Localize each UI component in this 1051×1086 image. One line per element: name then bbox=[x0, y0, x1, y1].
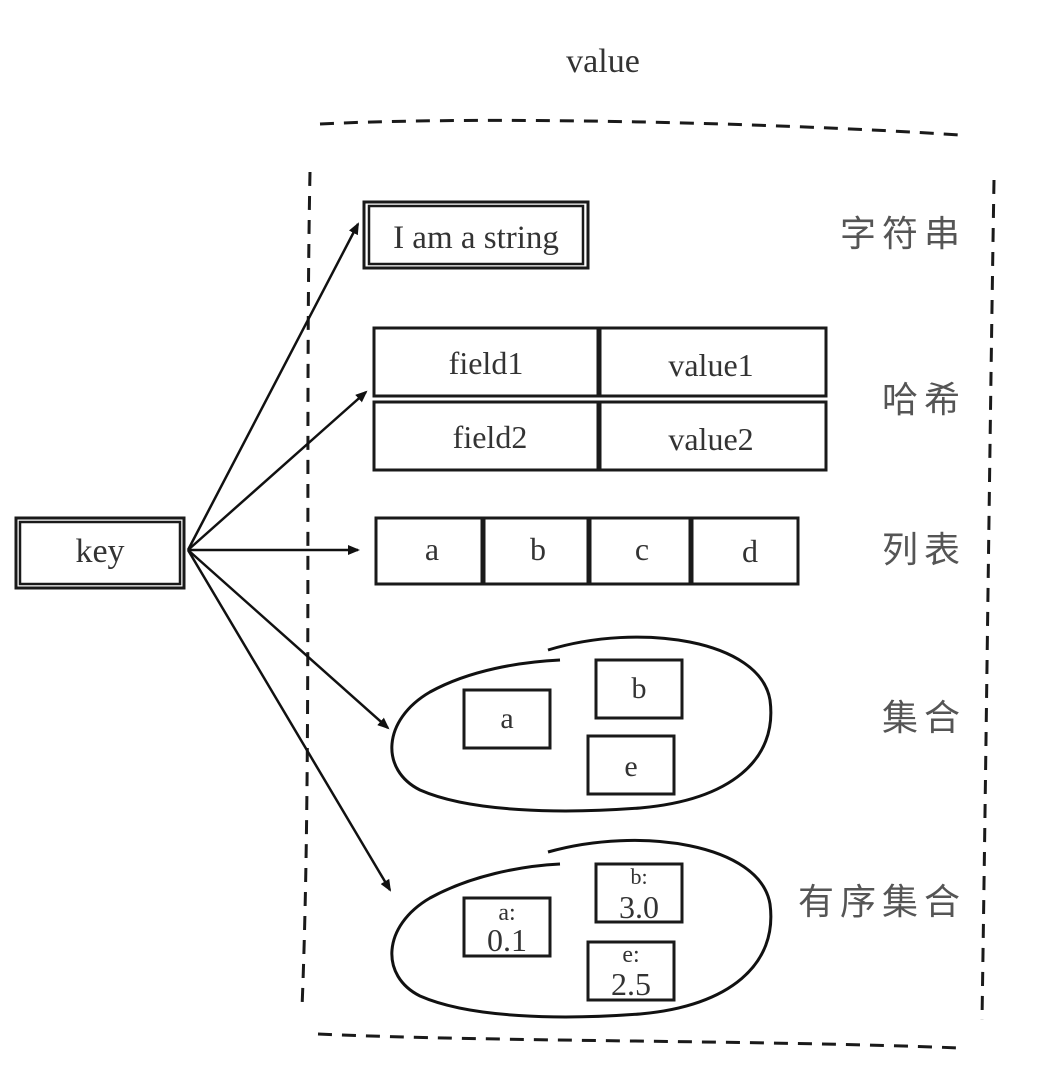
string-value: I am a string bbox=[362, 200, 590, 270]
list-item-3: c bbox=[635, 531, 649, 567]
set-member-2: b bbox=[632, 672, 647, 705]
set-value: a b e bbox=[390, 635, 773, 813]
hash-value: field1 value1 field2 value2 bbox=[372, 326, 828, 472]
list-value: a b c d bbox=[374, 516, 800, 586]
hash-field-1: field1 bbox=[449, 345, 524, 381]
zset-member-3-name: e: bbox=[622, 942, 639, 968]
value-title: value bbox=[566, 43, 640, 80]
value-container bbox=[300, 118, 996, 1050]
set-type-label: 集合 bbox=[882, 698, 966, 739]
zset-outline bbox=[390, 838, 773, 1019]
arrow-to-set bbox=[187, 549, 390, 730]
arrow-to-zset bbox=[186, 549, 392, 892]
arrows bbox=[186, 222, 392, 892]
zset-value: a: 0.1 b: 3.0 e: 2.5 bbox=[390, 838, 773, 1019]
list-item-1: a bbox=[425, 531, 439, 567]
list-item-4: d bbox=[742, 533, 758, 569]
zset-member-3-score: 2.5 bbox=[611, 966, 651, 1002]
string-text: I am a string bbox=[393, 220, 559, 256]
arrow-to-string bbox=[186, 222, 360, 551]
hash-type-label: 哈希 bbox=[882, 380, 966, 421]
zset-member-2-score: 3.0 bbox=[619, 889, 659, 925]
hash-field-2: field2 bbox=[453, 419, 528, 455]
list-item-2: b bbox=[530, 531, 546, 567]
set-member-1: a bbox=[500, 702, 513, 735]
key-node: key bbox=[14, 516, 186, 590]
zset-member-2-name: b: bbox=[630, 864, 647, 889]
string-type-label: 字符串 bbox=[840, 214, 966, 255]
key-label: key bbox=[75, 533, 124, 570]
hash-value-1: value1 bbox=[668, 347, 753, 383]
list-type-label: 列表 bbox=[882, 530, 966, 571]
zset-type-label: 有序集合 bbox=[798, 882, 966, 923]
hash-value-2: value2 bbox=[668, 421, 753, 457]
zset-member-1-score: 0.1 bbox=[487, 922, 527, 958]
arrow-to-hash bbox=[187, 390, 368, 551]
set-member-3: e bbox=[624, 750, 637, 783]
zset-member-1-name: a: bbox=[498, 900, 515, 926]
set-outline bbox=[390, 635, 773, 813]
